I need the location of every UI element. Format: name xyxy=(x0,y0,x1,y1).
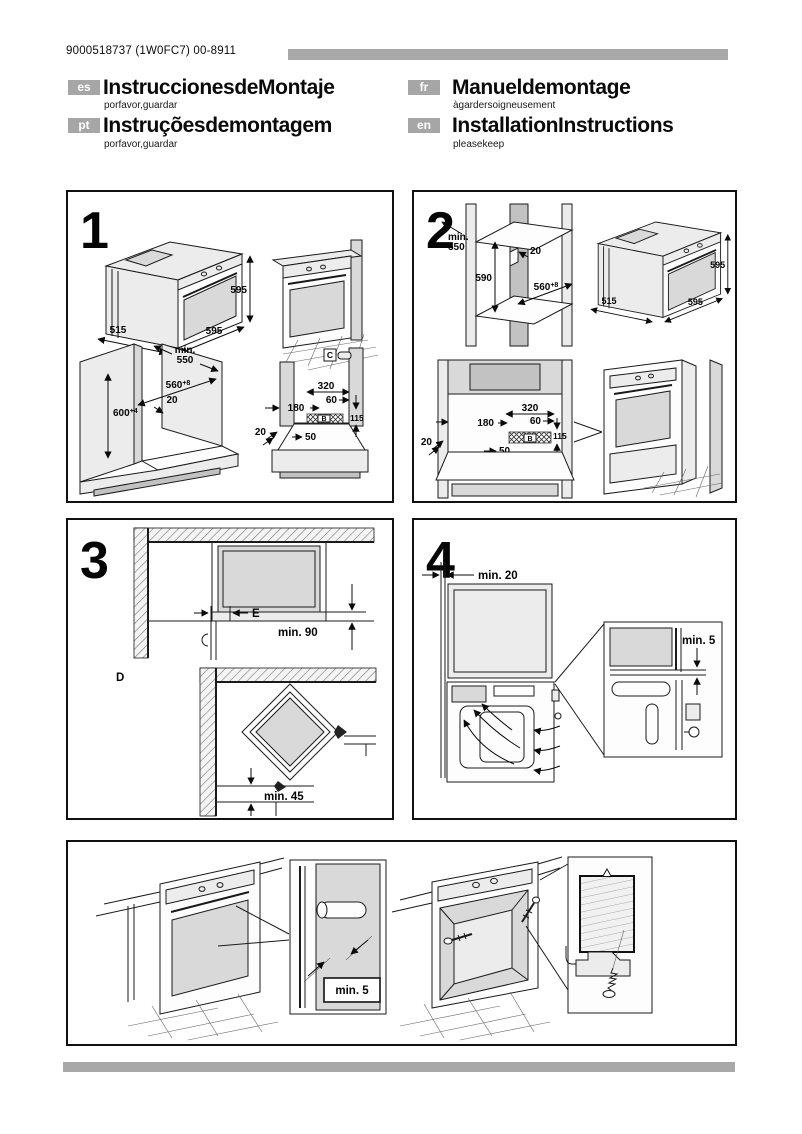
svg-text:180: 180 xyxy=(288,403,305,414)
svg-text:min.: min. xyxy=(175,345,196,356)
title-fr: Manueldemontage xyxy=(452,76,631,99)
document-number: 9000518737 (1W0FC7) 00-8911 xyxy=(66,45,237,57)
svg-text:min.: min. xyxy=(448,232,469,243)
svg-text:60: 60 xyxy=(530,416,542,427)
lang-badge-es: es xyxy=(68,80,100,95)
svg-text:595: 595 xyxy=(230,285,247,296)
panel-2-figure: 2 min. 550 590 20 560+8 xyxy=(421,202,732,499)
svg-text:320: 320 xyxy=(318,381,335,392)
title-en: InstallationInstructions xyxy=(452,114,674,137)
svg-text:515: 515 xyxy=(110,325,127,336)
panel-3-number: 3 xyxy=(80,532,109,590)
p1-section-view: C B 320 60 180 115 20 50 xyxy=(255,347,369,479)
panel-1: 1 595 515 595 xyxy=(66,190,394,503)
svg-text:50: 50 xyxy=(305,432,317,443)
svg-text:E: E xyxy=(252,608,260,620)
panel-4: 4 min. 20 xyxy=(412,518,737,820)
svg-text:C: C xyxy=(327,350,333,360)
panel-1-number: 1 xyxy=(80,202,109,260)
p4-main-view: min. 20 xyxy=(422,562,605,783)
panel-4-figure: 4 min. 20 xyxy=(422,532,723,783)
p1-oven-isometric: 595 515 595 xyxy=(97,241,254,356)
p3-corner-view: D min. 45 xyxy=(116,667,377,817)
panel-2: 2 min. 550 590 20 560+8 xyxy=(412,190,737,503)
p4-detail-inset: min. 5 xyxy=(603,621,723,758)
title-pt: Instruçõesdemontagem xyxy=(103,114,332,137)
svg-text:550: 550 xyxy=(448,242,465,253)
svg-text:590: 590 xyxy=(475,273,492,284)
panel-5-figure: min. 5 xyxy=(95,856,653,1041)
svg-text:60: 60 xyxy=(326,395,338,406)
floor-tiles xyxy=(282,333,379,373)
svg-text:20: 20 xyxy=(255,427,267,438)
panel-3: 3 E min. 90 D xyxy=(66,518,394,820)
svg-text:600+4: 600+4 xyxy=(113,408,138,419)
p5-right-scene xyxy=(391,856,569,1041)
svg-text:180: 180 xyxy=(477,418,494,429)
p2-oven-isometric: 595 515 595 xyxy=(590,221,732,324)
panel-5: min. 5 xyxy=(66,840,737,1046)
panel-2-number: 2 xyxy=(426,202,455,260)
floor-tiles xyxy=(399,991,551,1041)
svg-text:min. 5: min. 5 xyxy=(682,635,716,647)
svg-text:320: 320 xyxy=(522,403,539,414)
p2-installed-view xyxy=(573,359,723,498)
screw-icon xyxy=(521,896,540,923)
svg-text:560+8: 560+8 xyxy=(534,282,559,293)
screw-icon xyxy=(443,932,473,945)
lang-badge-pt: pt xyxy=(68,118,100,133)
svg-text:min. 45: min. 45 xyxy=(264,791,304,803)
svg-text:20: 20 xyxy=(530,246,542,257)
p1-installed-view xyxy=(271,239,379,373)
svg-text:115: 115 xyxy=(350,413,364,423)
subtitle-en: pleasekeep xyxy=(453,139,505,150)
subtitle-pt: porfavor,guardar xyxy=(104,139,178,150)
title-es: InstruccionesdeMontaje xyxy=(103,76,335,99)
p5-right-inset xyxy=(565,856,653,1014)
p5-left-scene xyxy=(95,857,290,1041)
panel-1-figure: 1 595 515 595 xyxy=(79,202,379,497)
svg-text:B: B xyxy=(321,416,326,423)
p5-left-inset: min. 5 xyxy=(289,859,387,1015)
svg-text:20: 20 xyxy=(421,437,433,448)
p1-niche-view: min. 550 560+8 20 600+4 xyxy=(79,343,240,497)
svg-text:515: 515 xyxy=(601,296,616,306)
floor-tiles xyxy=(643,465,723,498)
subtitle-fr: àgardersoigneusement xyxy=(453,100,556,111)
svg-text:20: 20 xyxy=(166,395,178,406)
top-divider-bar xyxy=(288,49,728,60)
svg-text:595: 595 xyxy=(710,260,725,270)
svg-text:D: D xyxy=(116,672,124,684)
lang-badge-fr: fr xyxy=(408,80,440,95)
bottom-divider-bar xyxy=(63,1062,735,1072)
svg-text:min. 5: min. 5 xyxy=(335,985,369,997)
p2-column-front: 320 60 180 B 115 20 50 xyxy=(421,359,575,499)
svg-text:550: 550 xyxy=(177,355,194,366)
panel-3-figure: 3 E min. 90 D xyxy=(80,527,377,817)
lang-badge-en: en xyxy=(408,118,440,133)
svg-text:min. 20: min. 20 xyxy=(478,570,518,582)
subtitle-es: porfavor,guardar xyxy=(104,100,178,111)
svg-text:min. 90: min. 90 xyxy=(278,627,318,639)
p2-column-section: min. 550 590 20 560+8 xyxy=(441,203,574,347)
svg-text:595: 595 xyxy=(206,326,223,337)
svg-text:115: 115 xyxy=(553,431,567,441)
p3-plan-view: E min. 90 xyxy=(133,527,375,660)
svg-text:B: B xyxy=(527,436,532,443)
floor-tiles xyxy=(127,993,279,1041)
svg-text:595: 595 xyxy=(688,297,703,307)
